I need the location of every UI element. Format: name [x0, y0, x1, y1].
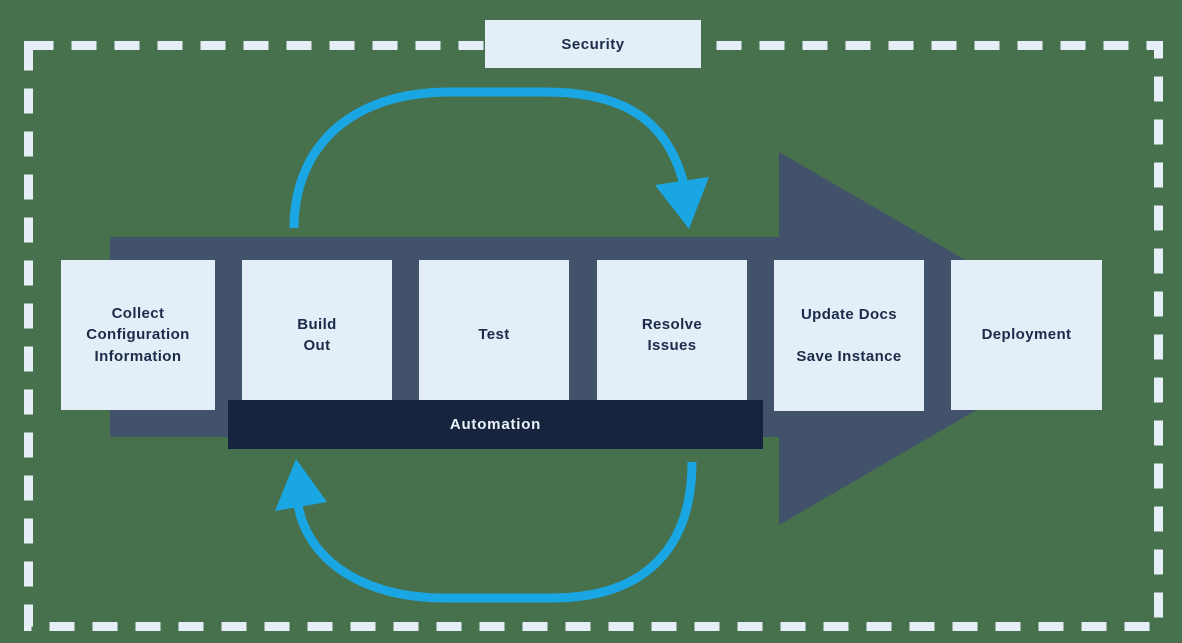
- stage-label-collect-configuration-information: Collect Configuration Information: [86, 305, 190, 365]
- stage-test: Test: [419, 260, 569, 410]
- stage-deployment: Deployment: [951, 260, 1102, 410]
- security-label: Security: [561, 35, 625, 53]
- automation-label: Automation: [449, 416, 542, 433]
- stage-label-resolve-issues: Resolve Issues: [641, 315, 703, 354]
- stage-update-docs-save-instance: Update Docs Save Instance: [774, 260, 924, 411]
- loop-arrow-top-curve: [289, 87, 690, 229]
- security-label-box: Security: [485, 20, 701, 68]
- loop-arrow-bottom-head-icon: [275, 459, 327, 511]
- stage-build-out: Build Out: [242, 260, 392, 410]
- stage-label-update-docs-save-instance: Update Docs Save Instance: [796, 305, 902, 366]
- loop-arrow-top-head-icon: [655, 177, 709, 229]
- stage-resolve-issues: Resolve Issues: [597, 260, 747, 410]
- loop-arrow-bottom: [275, 459, 697, 603]
- loop-arrow-bottom-curve: [292, 461, 697, 603]
- loop-arrow-top: [289, 87, 709, 229]
- stage-collect-configuration-information: Collect Configuration Information: [61, 260, 215, 410]
- stage-label-test: Test: [478, 326, 510, 344]
- automation-bar: Automation: [228, 400, 763, 449]
- stage-label-build-out: Build Out: [297, 315, 337, 354]
- stage-label-deployment: Deployment: [981, 326, 1072, 344]
